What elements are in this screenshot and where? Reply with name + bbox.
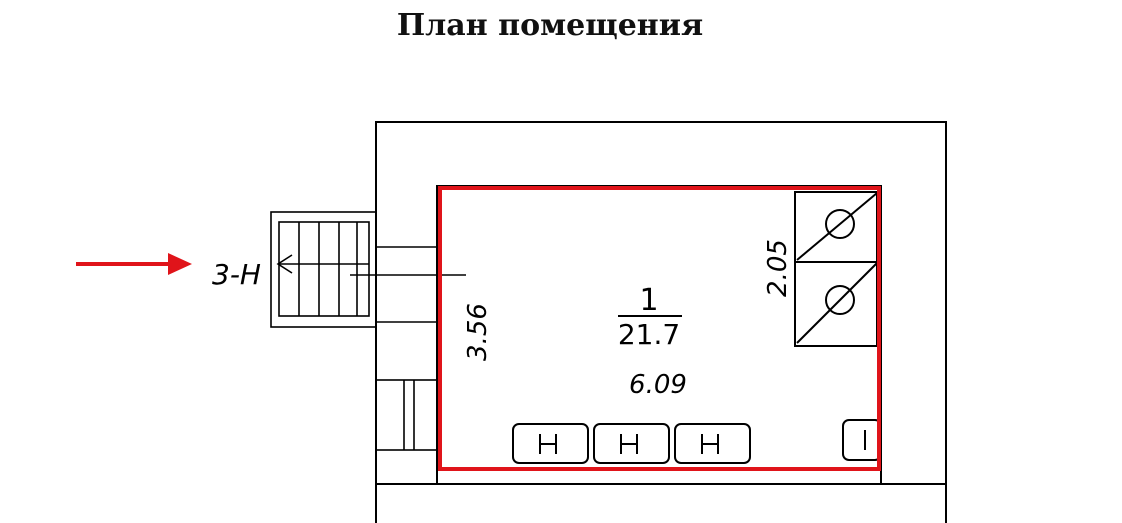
entrance-label: 3-Н — [212, 258, 261, 291]
room-area: 21.7 — [618, 318, 680, 351]
room-highlight — [438, 186, 881, 471]
wall-niche — [375, 379, 438, 451]
radiator — [842, 419, 882, 461]
stairs-direction-arrow — [276, 254, 293, 274]
radiators — [512, 419, 882, 464]
radiator — [674, 423, 751, 464]
entrance-arrow — [76, 253, 192, 275]
room-height-dimension: 3.56 — [463, 303, 493, 361]
radiator — [512, 423, 589, 464]
plan-title: План помещения — [396, 8, 704, 43]
fixture-side-dimension: 2.05 — [763, 239, 793, 297]
radiator — [593, 423, 670, 464]
fixture-circle — [825, 285, 855, 315]
fixture-circle — [825, 209, 855, 239]
fixtures — [794, 191, 878, 347]
room-width-dimension: 6.09 — [629, 370, 687, 400]
stairs — [270, 211, 466, 328]
room-number: 1 — [639, 283, 658, 318]
